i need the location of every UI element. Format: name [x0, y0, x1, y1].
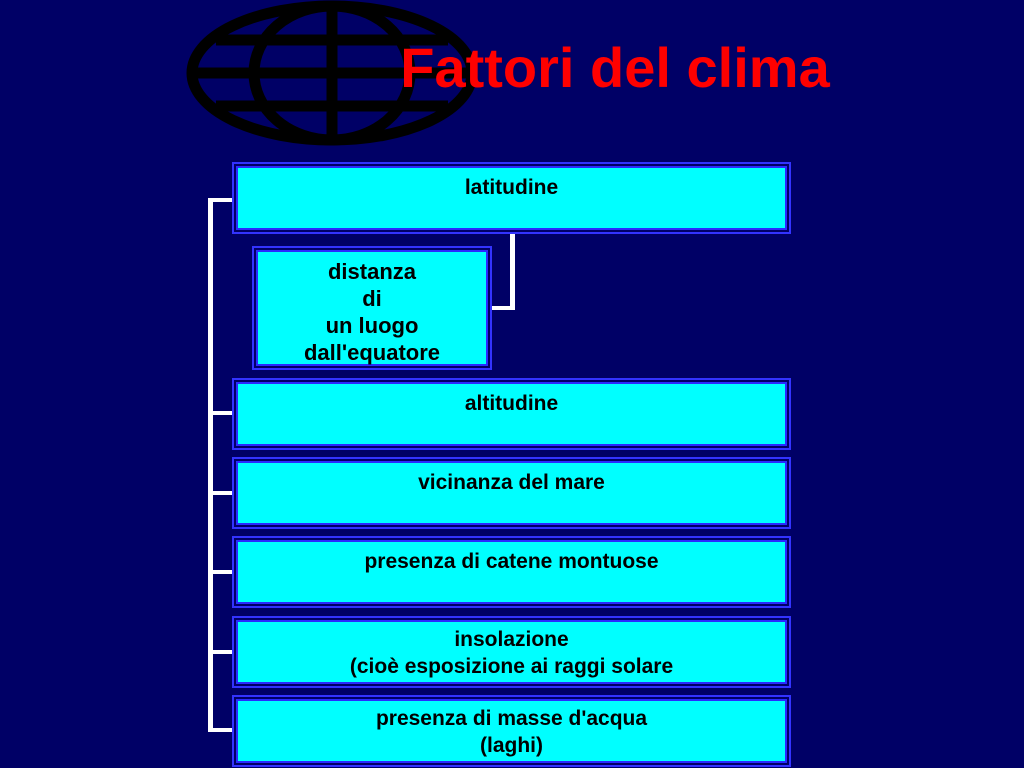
factor-label: insolazione — [454, 628, 569, 651]
detail-line: un luogo — [325, 313, 419, 338]
page-title: Fattori del clima — [400, 36, 830, 99]
globe-icon — [186, 0, 478, 146]
factor-vicinanza-mare: vicinanza del mare — [234, 459, 789, 527]
factor-label: presenza di catene montuose — [364, 550, 659, 573]
factor-altitudine: altitudine — [234, 380, 789, 448]
detail-line: di — [362, 286, 382, 311]
detail-line: dall'equatore — [303, 340, 441, 365]
factor-masse-acqua: presenza di masse d'acqua (laghi) — [234, 697, 789, 765]
factor-label: (cioè esposizione ai raggi solare — [349, 655, 674, 678]
factor-label: altitudine — [464, 392, 559, 415]
factor-label: vicinanza del mare — [418, 471, 605, 494]
factor-label: presenza di masse d'acqua — [375, 707, 648, 730]
factor-label: (laghi) — [480, 734, 543, 757]
factor-insolazione: insolazione (cioè esposizione ai raggi s… — [234, 618, 789, 686]
factor-label: latitudine — [464, 176, 559, 199]
factor-latitudine: latitudine — [234, 164, 789, 232]
factor-catene-montuose: presenza di catene montuose — [234, 538, 789, 606]
latitude-detail-box: distanza di un luogo dall'equatore — [254, 248, 490, 368]
detail-line: distanza — [327, 259, 417, 284]
